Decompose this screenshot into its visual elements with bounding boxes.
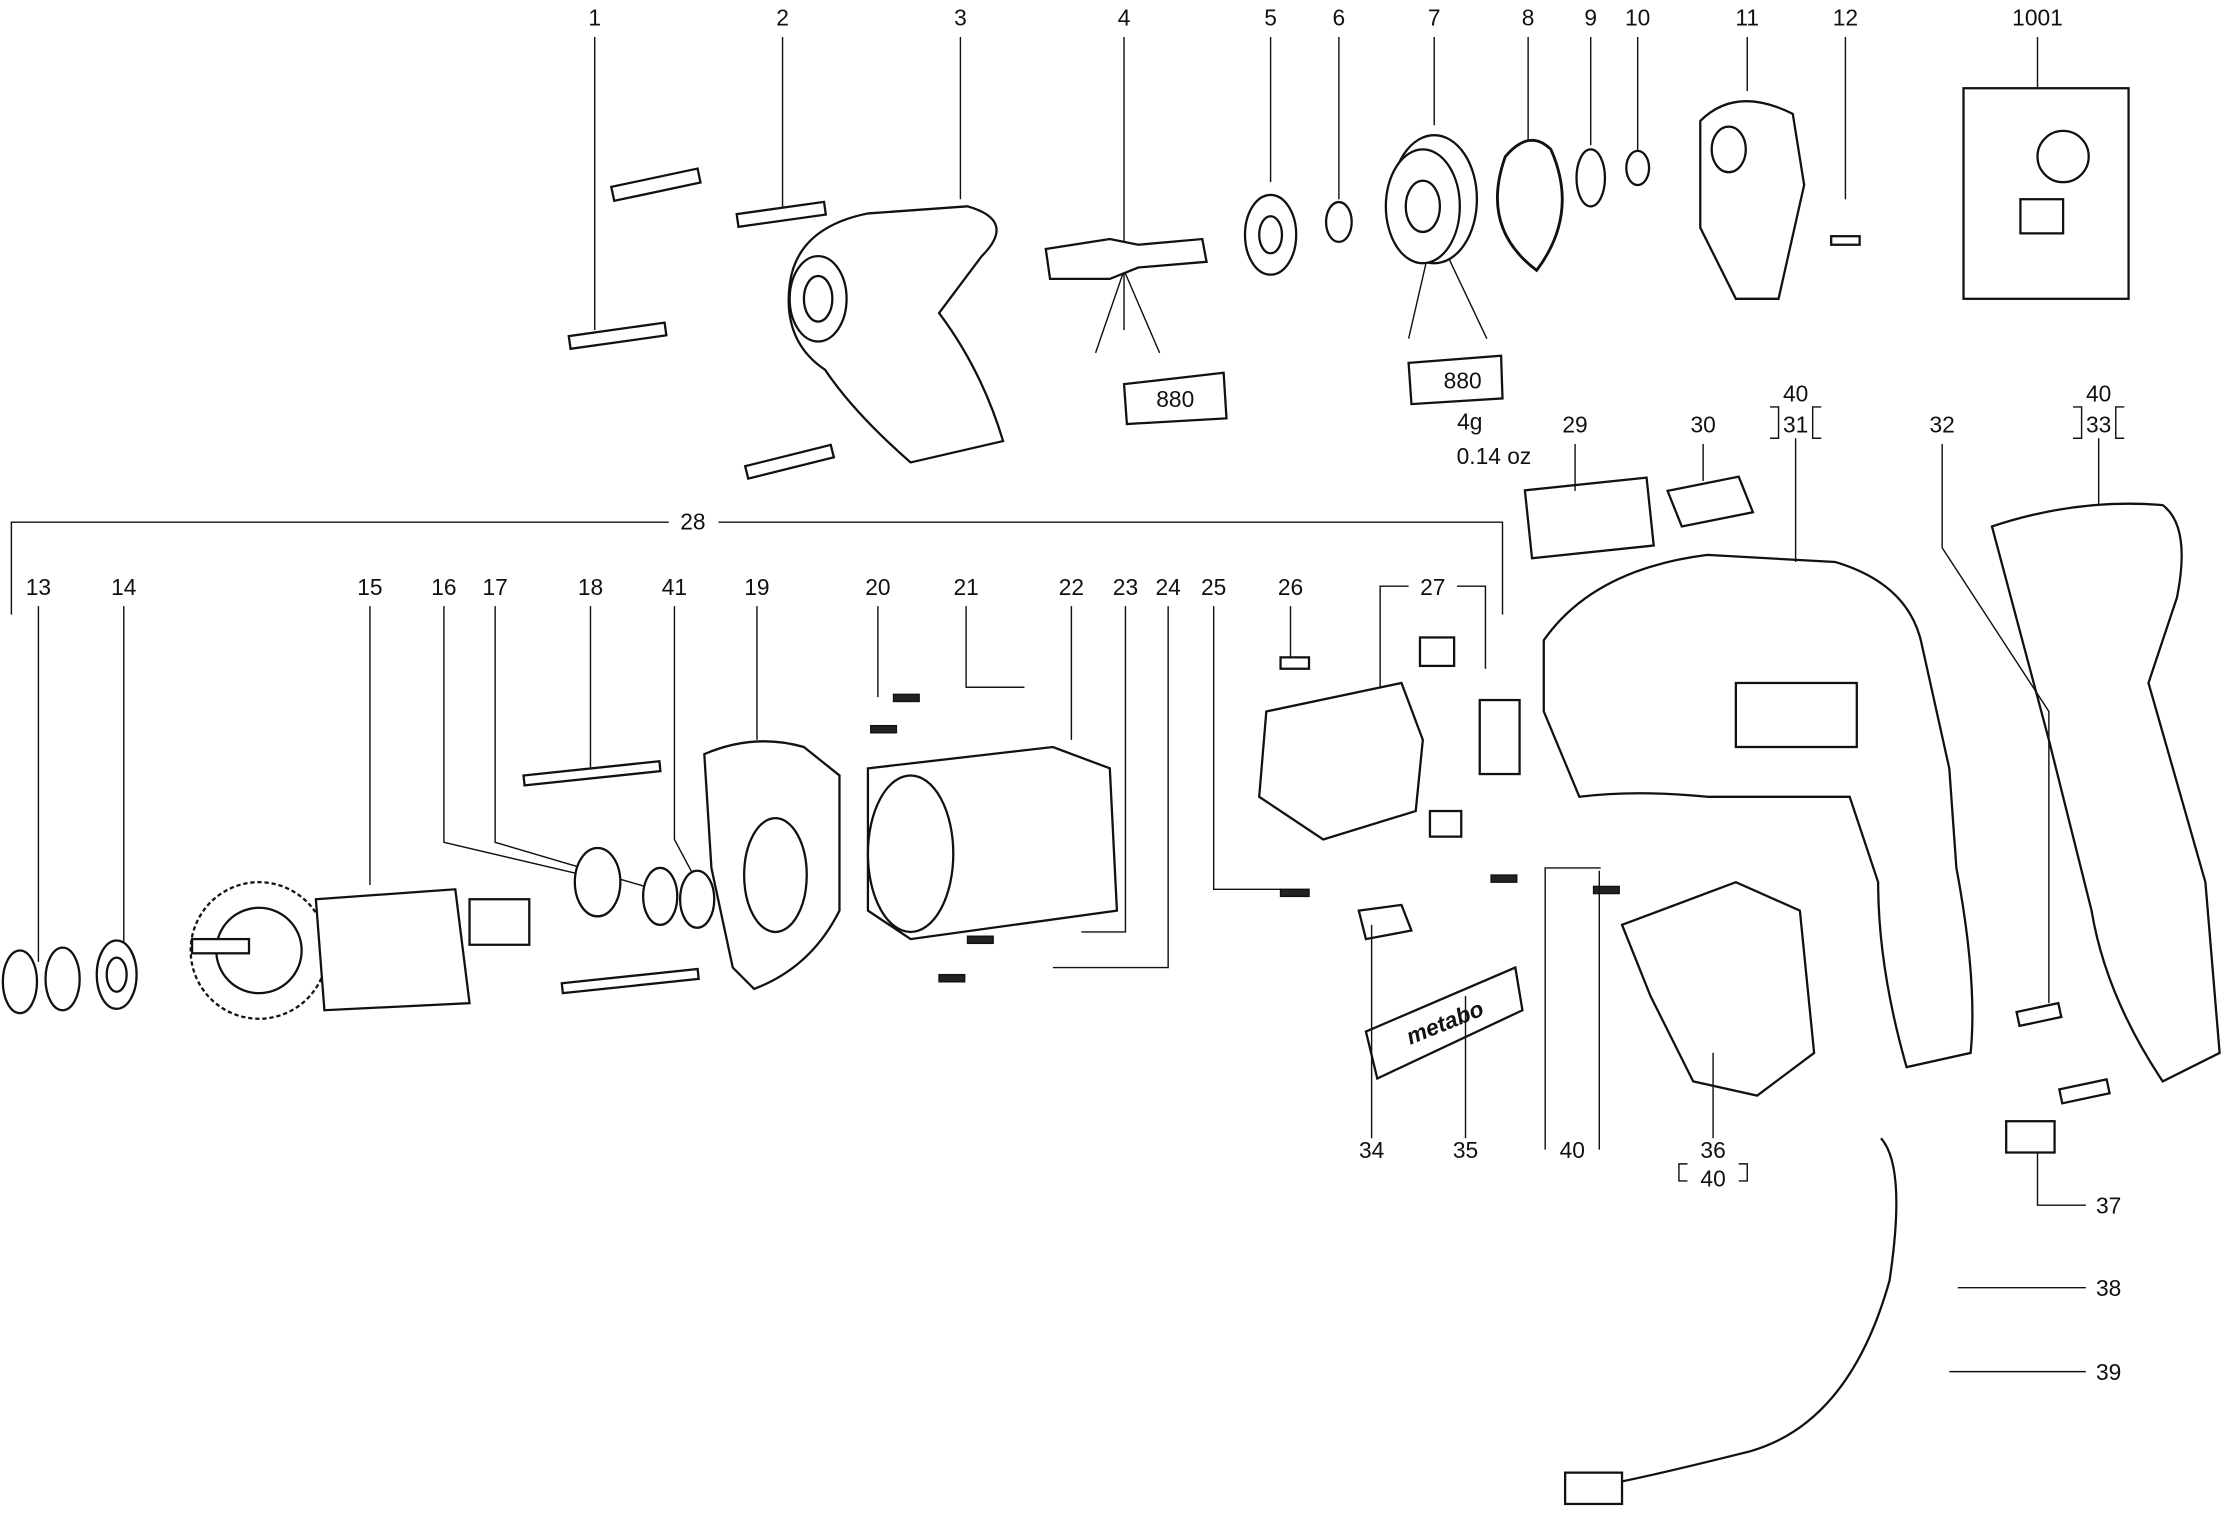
part-label: 33 xyxy=(2086,412,2111,438)
grease-tube: 880 xyxy=(1122,371,1228,426)
part-label: 3 xyxy=(954,5,967,31)
part-label: 31 xyxy=(1783,412,1808,438)
part-label: 10 xyxy=(1625,5,1650,31)
part-label: 24 xyxy=(1155,574,1180,600)
right-parts: metabo xyxy=(1364,475,2221,1506)
grease-tube: 880 xyxy=(1407,354,1504,406)
grease-quantity: 4g xyxy=(1457,409,1482,435)
part-label: 37 xyxy=(2096,1193,2121,1219)
part-label: 14 xyxy=(111,574,136,600)
part-label: 1 xyxy=(588,5,601,31)
part-label: 18 xyxy=(578,574,603,600)
inset-box-1001 xyxy=(1962,87,2130,300)
part-label: 30 xyxy=(1690,412,1715,438)
tube-label: 880 xyxy=(1156,386,1194,412)
tube-label: 880 xyxy=(1444,367,1482,393)
part-label: 36 xyxy=(1700,1137,1725,1163)
part-label: 40 xyxy=(1560,1137,1585,1163)
part-label: 2 xyxy=(776,5,789,31)
right-leader-lines xyxy=(1370,406,2125,1373)
part-label: 38 xyxy=(2096,1275,2121,1301)
top-row-parts: 880 880 4g 0.14 oz xyxy=(567,87,2130,481)
part-label: 26 xyxy=(1278,574,1303,600)
part-label: 16 xyxy=(431,574,456,600)
part-label: 28 xyxy=(680,508,705,534)
part-label: 19 xyxy=(744,574,769,600)
part-label: 21 xyxy=(953,574,978,600)
part-label: 40 xyxy=(2086,380,2111,406)
metabo-label: metabo xyxy=(1364,965,1524,1081)
part-label: 32 xyxy=(1930,412,1955,438)
part-label: 4 xyxy=(1118,5,1131,31)
part-label: 6 xyxy=(1333,5,1346,31)
grease-quantity-oz: 0.14 oz xyxy=(1457,443,1532,469)
part-label: 12 xyxy=(1833,5,1858,31)
part-label: 1001 xyxy=(2012,5,2063,31)
part-label: 7 xyxy=(1428,5,1441,31)
part-label: 29 xyxy=(1562,412,1587,438)
part-label: 5 xyxy=(1264,5,1277,31)
part-label: 39 xyxy=(2096,1359,2121,1385)
part-label: 27 xyxy=(1420,574,1445,600)
part-label: 23 xyxy=(1113,574,1138,600)
part-label: 11 xyxy=(1735,5,1759,31)
middle-leader-lines xyxy=(37,585,1487,977)
part-label: 8 xyxy=(1522,5,1535,31)
bracket-28 xyxy=(10,521,1504,615)
part-label: 20 xyxy=(865,574,890,600)
part-label: 25 xyxy=(1201,574,1226,600)
top-part-labels: 1 2 3 4 5 6 7 8 9 10 11 12 1001 xyxy=(588,5,2062,31)
part-label: 35 xyxy=(1453,1137,1478,1163)
part-label: 41 xyxy=(662,574,687,600)
part-label: 13 xyxy=(26,574,51,600)
part-label: 9 xyxy=(1584,5,1597,31)
part-label: 40 xyxy=(1783,380,1808,406)
part-label: 17 xyxy=(482,574,507,600)
middle-part-labels: 13 14 15 16 17 18 41 19 20 21 22 23 24 2… xyxy=(26,574,1446,600)
part-label: 40 xyxy=(1700,1166,1725,1192)
right-labels: 29 30 40 31 32 40 33 34 35 40 36 40 37 3… xyxy=(1359,380,2121,1385)
middle-row-parts xyxy=(1,636,1521,1020)
part-label: 34 xyxy=(1359,1137,1384,1163)
part-label: 15 xyxy=(357,574,382,600)
part-label: 22 xyxy=(1059,574,1084,600)
